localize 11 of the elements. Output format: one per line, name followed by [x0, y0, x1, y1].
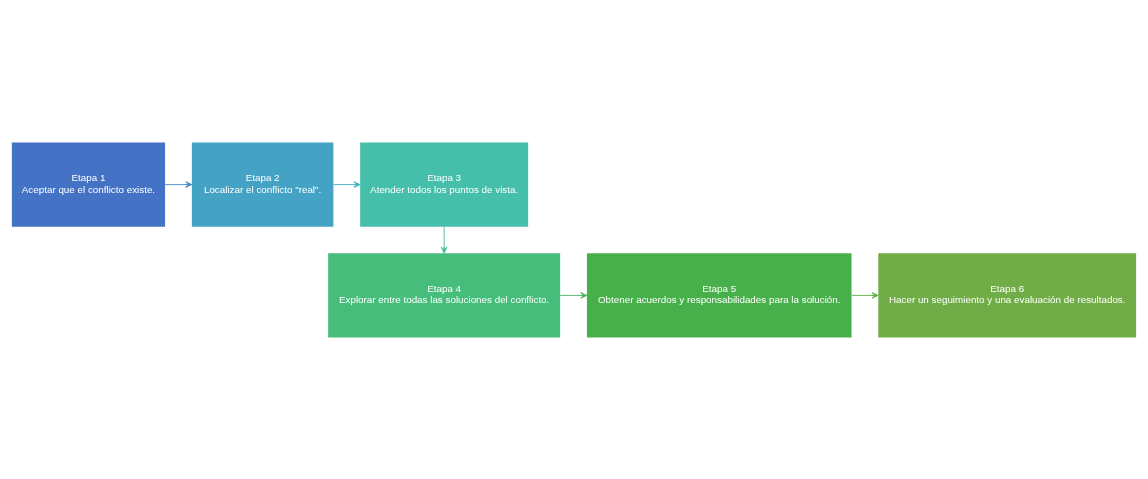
- node-box: Etapa 6 Hacer un seguimiento y una evaluación de resultados.: [878, 252, 1137, 338]
- arrow: [333, 180, 361, 188]
- node-box: Etapa 4 Explorar entre todas las soluciones del conflicto.: [328, 252, 561, 338]
- arrow: [851, 291, 879, 299]
- arrow: [164, 180, 193, 188]
- node-box: Etapa 5 Obtener acuerdos y responsabilidades para la solución.: [586, 252, 852, 338]
- arrow: [440, 225, 448, 254]
- arrow: [559, 291, 588, 299]
- node-box: Etapa 3 Atender todos los puntos de vista.: [360, 141, 529, 227]
- node-box: Etapa 1 Aceptar que el conflicto existe.: [11, 141, 166, 227]
- node-box: Etapa 2 Localizar el conflicto "real".: [191, 141, 334, 227]
